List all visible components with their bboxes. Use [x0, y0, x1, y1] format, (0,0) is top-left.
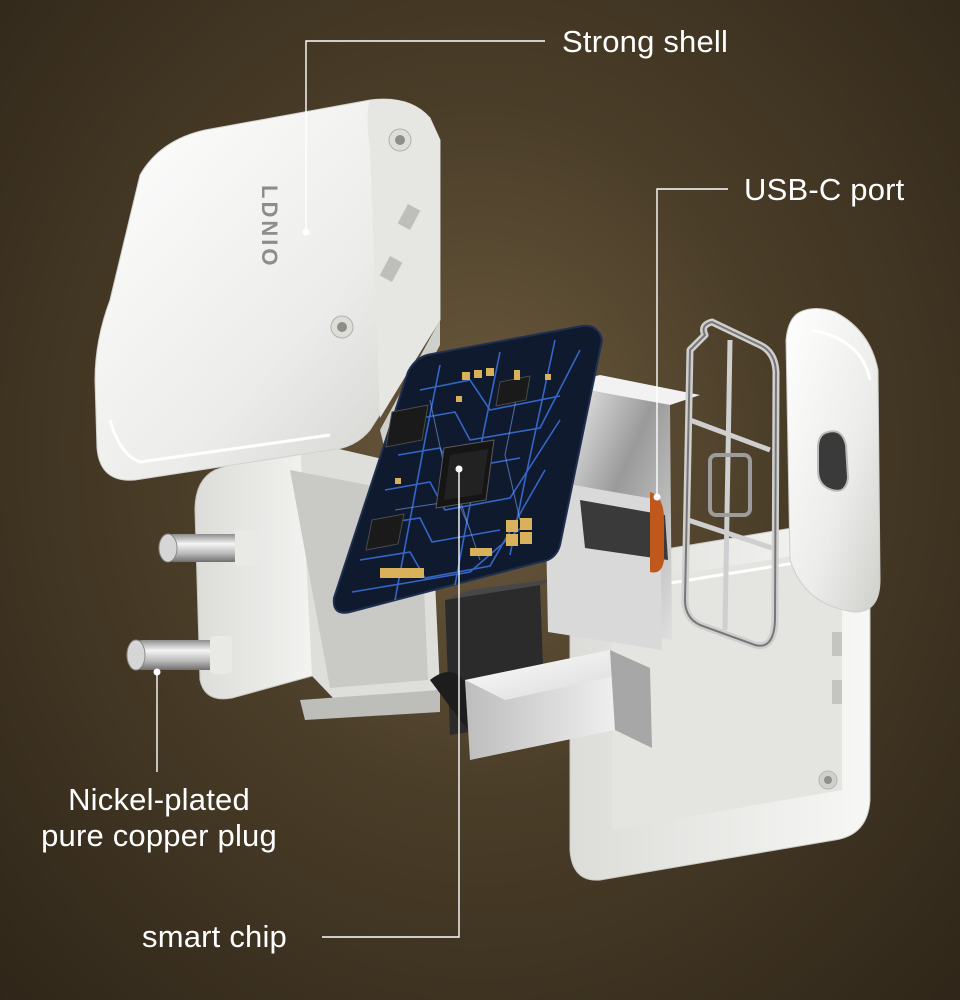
smart-chip [435, 439, 495, 509]
callout-line-shell [305, 40, 545, 232]
usb-c-metal-frame [681, 318, 780, 650]
metal-shield-box [545, 375, 700, 650]
callout-dots [153, 228, 661, 676]
top-shell: LDNIO [94, 98, 441, 481]
nickel-plated-pin-upper [158, 530, 257, 566]
usb-c-opening [817, 430, 850, 492]
callout-copper-plug: Nickel-plated pure copper plug [28, 782, 290, 854]
callout-strong-shell: Strong shell [562, 24, 729, 59]
callout-smart-chip: smart chip [142, 919, 287, 954]
ldnio-logo: LDNIO [257, 185, 282, 268]
callout-copper-plug-line2: pure copper plug [41, 818, 277, 853]
usb-c-end-cap [785, 308, 881, 613]
callout-line-usbc [656, 188, 728, 497]
nickel-plated-pin-lower [126, 636, 232, 674]
transformer-block [430, 578, 652, 760]
callout-line-chip [322, 469, 460, 938]
callout-copper-plug-line1: Nickel-plated [68, 782, 250, 817]
callout-usb-c-port: USB-C port [744, 172, 905, 207]
callout-lines [156, 40, 728, 938]
circuit-board [332, 324, 604, 614]
